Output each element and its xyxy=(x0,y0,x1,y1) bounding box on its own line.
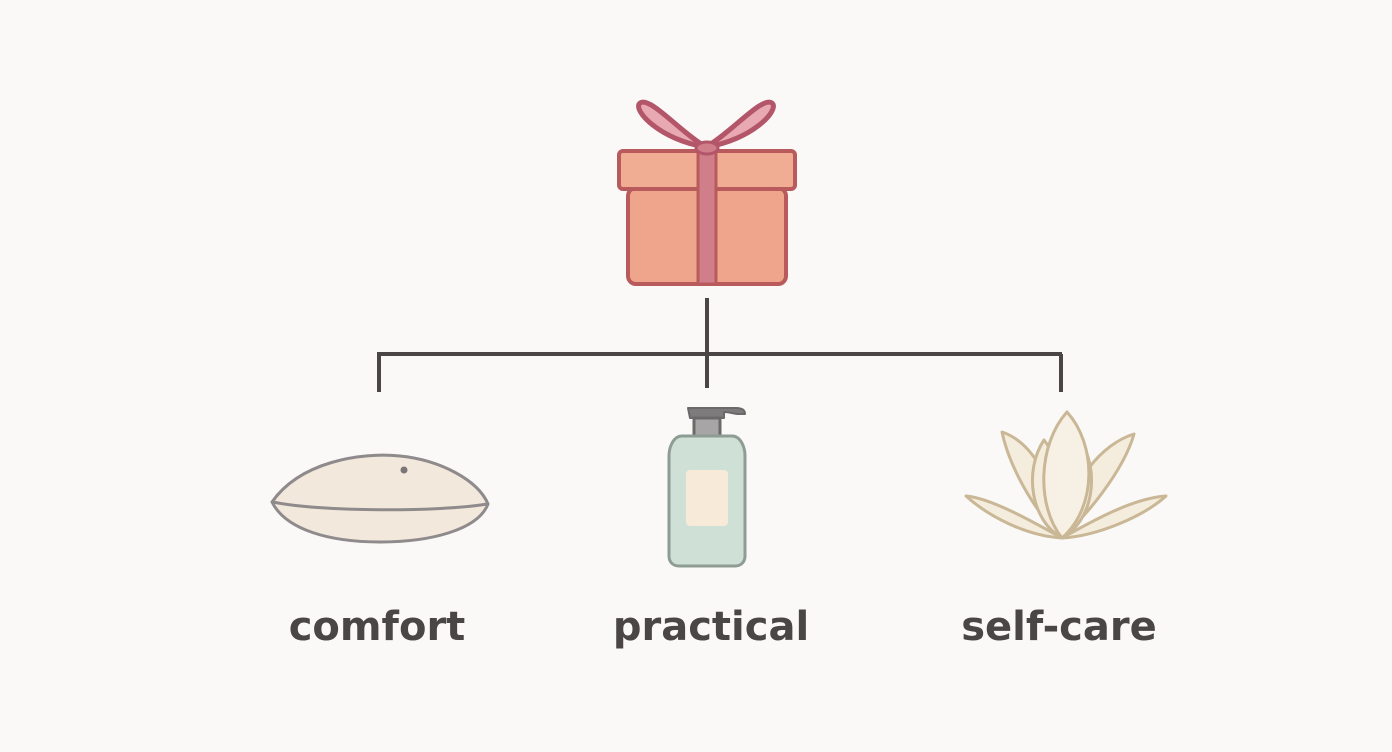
connector-lines xyxy=(377,298,1063,392)
branch-label-comfort: comfort xyxy=(289,604,466,650)
branch-label-practical: practical xyxy=(613,604,809,650)
pump-bottle-icon xyxy=(667,407,747,568)
branch-label-self-care: self-care xyxy=(961,604,1157,650)
lotus-flower-icon xyxy=(964,410,1168,540)
gift-box-icon xyxy=(617,99,797,286)
pillow-icon xyxy=(270,453,490,544)
